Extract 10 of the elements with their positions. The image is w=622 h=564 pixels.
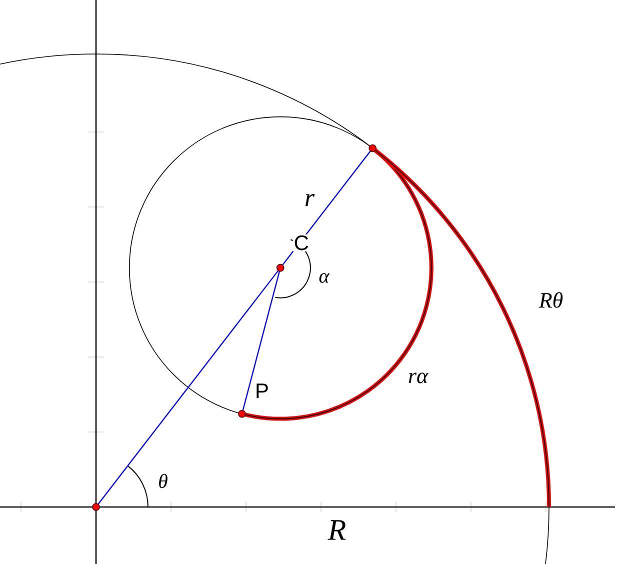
point [92,503,100,511]
math-label: rα [408,372,428,384]
point-label: C [276,234,310,272]
point [368,144,376,152]
point-label: P [238,382,270,418]
math-label: α [319,273,330,283]
math-label: Rθ [538,292,563,308]
math-label: θ [159,474,168,488]
edge-label: r [303,192,316,208]
math-label: R [328,520,346,540]
